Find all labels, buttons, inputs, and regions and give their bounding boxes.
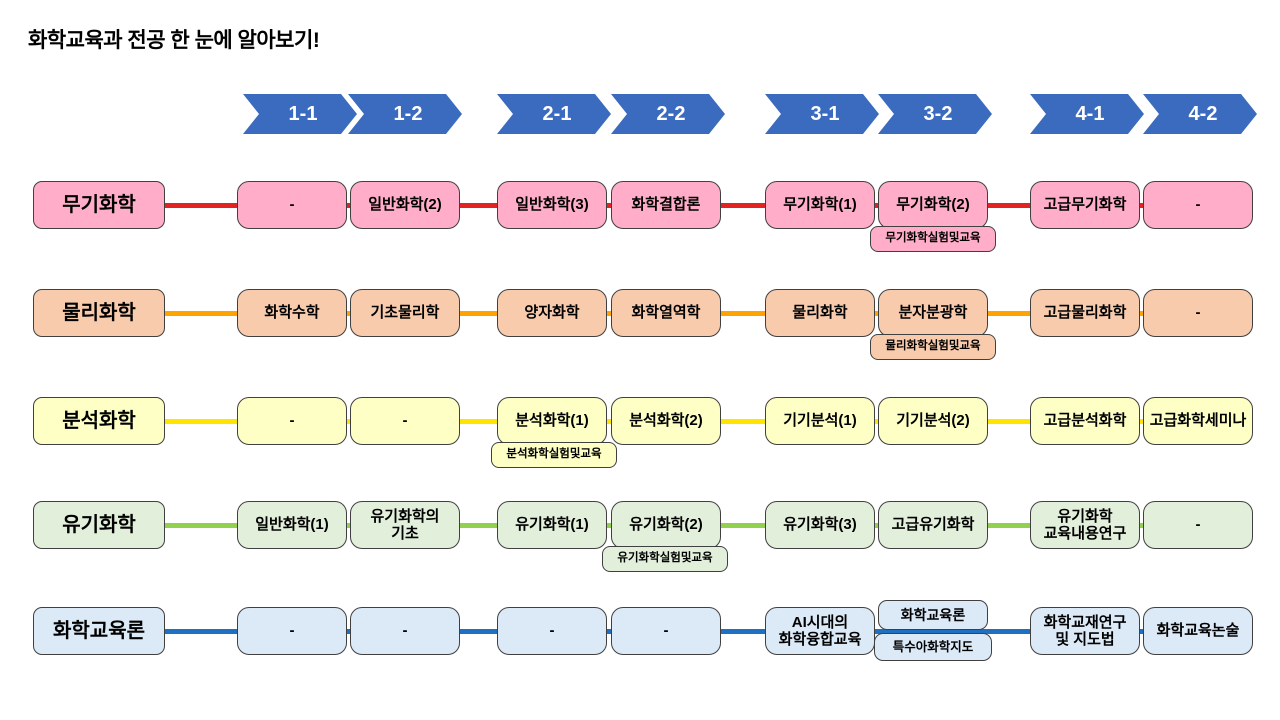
course-box: 기기분석(1) [765,397,875,445]
course-box: 고급유기화학 [878,501,988,549]
course-box: 고급분석화학 [1030,397,1140,445]
course-box: 고급무기화학 [1030,181,1140,229]
sub-course-box: 특수아화학지도 [874,633,992,661]
course-box: 화학결합론 [611,181,721,229]
course-box: 유기화학(3) [765,501,875,549]
semester-chevron: 3-2 [878,94,992,134]
course-box: 분자분광학 [878,289,988,337]
category-label: 유기화학 [33,501,165,549]
course-box: 고급화학세미나 [1143,397,1253,445]
category-label: 화학교육론 [33,607,165,655]
course-box: 무기화학(2) [878,181,988,229]
course-box: 일반화학(1) [237,501,347,549]
course-box: 기기분석(2) [878,397,988,445]
course-box: 일반화학(2) [350,181,460,229]
course-box: 유기화학(1) [497,501,607,549]
course-box: - [237,607,347,655]
curriculum-row-physical: 물리화학 화학수학 기초물리학 양자화학 화학열역학 물리화학 분자분광학 고급… [0,289,1280,360]
semester-chevron: 2-2 [611,94,725,134]
course-box: AI시대의 화학융합교육 [765,607,875,655]
course-box: 고급물리화학 [1030,289,1140,337]
curriculum-row-organic: 유기화학 일반화학(1) 유기화학의 기초 유기화학(1) 유기화학(2) 유기… [0,501,1280,572]
course-box: 양자화학 [497,289,607,337]
course-box: - [497,607,607,655]
semester-chevron: 4-1 [1030,94,1144,134]
course-box: 화학교재연구 및 지도법 [1030,607,1140,655]
curriculum-row-inorganic: 무기화학 - 일반화학(2) 일반화학(3) 화학결합론 무기화학(1) 무기화… [0,181,1280,252]
course-box: - [237,397,347,445]
course-box: 화학교육론 [878,600,988,630]
course-box: - [350,607,460,655]
course-box: 분석화학(1) [497,397,607,445]
semester-chevron: 1-1 [243,94,357,134]
course-box: 일반화학(3) [497,181,607,229]
course-box: 화학수학 [237,289,347,337]
category-label: 무기화학 [33,181,165,229]
semester-chevron: 3-1 [765,94,879,134]
course-box: 분석화학(2) [611,397,721,445]
curriculum-row-education: 화학교육론 - - - - AI시대의 화학융합교육 화학교육론 화학교재연구 … [0,600,1280,661]
course-box: - [611,607,721,655]
page-title: 화학교육과 전공 한 눈에 알아보기! [28,29,320,52]
course-box: 기초물리학 [350,289,460,337]
category-label: 분석화학 [33,397,165,445]
category-label: 물리화학 [33,289,165,337]
course-box: 화학교육논술 [1143,607,1253,655]
sub-course-box: 유기화학실험및교육 [602,546,728,572]
sub-course-box: 무기화학실험및교육 [870,226,996,252]
course-box: 화학열역학 [611,289,721,337]
semester-chevron: 1-2 [348,94,462,134]
semester-chevron: 2-1 [497,94,611,134]
semester-chevron: 4-2 [1143,94,1257,134]
course-box: 유기화학 교육내용연구 [1030,501,1140,549]
curriculum-row-analytical: 분석화학 - - 분석화학(1) 분석화학(2) 기기분석(1) 기기분석(2)… [0,397,1280,468]
course-box: - [1143,181,1253,229]
sub-course-box: 물리화학실험및교육 [870,334,996,360]
course-box: 물리화학 [765,289,875,337]
sub-course-box: 분석화학실험및교육 [491,442,617,468]
course-box: - [237,181,347,229]
course-box: 유기화학의 기초 [350,501,460,549]
course-box: 유기화학(2) [611,501,721,549]
course-box: - [350,397,460,445]
course-box: - [1143,289,1253,337]
course-box: 무기화학(1) [765,181,875,229]
course-box: - [1143,501,1253,549]
